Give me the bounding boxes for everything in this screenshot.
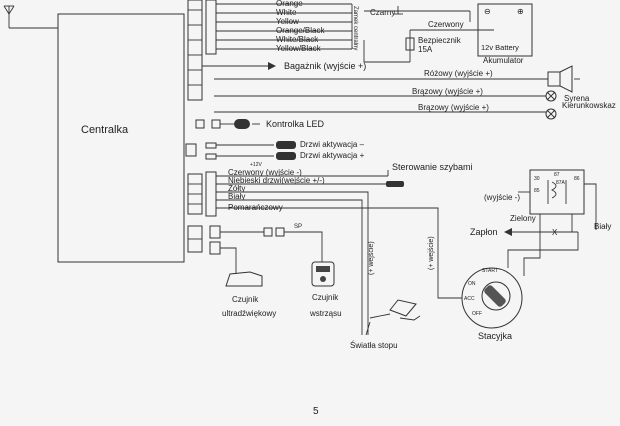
led-connector [195,119,234,129]
ignition-switch-icon [461,267,523,329]
central-unit-label: Centralka [81,124,129,136]
antenna-icon [3,5,58,29]
relay-pin-86: 86 [574,176,580,182]
ignition-arrow-icon [504,228,512,236]
relay-pin-87a: 87A [556,180,566,186]
switch-acc: ACC [464,296,475,302]
door-plus-label: Drzwi aktywacja + [300,151,365,160]
battery-black-label: Czarny [370,8,395,17]
top-wire-lines [216,3,353,50]
stop-lights-icon [365,299,421,336]
indicator-label: Kierunkowskaz [562,101,616,110]
indicator-wire-2-label: Brązowy (wyjście +) [418,103,489,112]
door-minus-plug-icon [276,141,296,149]
switch-start: START [482,268,498,274]
lower-wire-lines [216,175,388,209]
sensor-connectors [187,225,323,270]
wire-orange-black: Orange/Black [276,26,325,35]
fuse-icon [405,37,415,51]
battery-box [477,3,533,57]
relay-pin-30: 30 [534,176,540,182]
led-label: Kontrolka LED [266,119,325,129]
blue-wire-plug-icon [386,181,404,187]
green-label: Zielony [510,214,536,223]
ultrasonic-label-1: Czujnik [232,295,259,304]
shock-sensor-icon [311,261,335,287]
relay-coil-icon [547,180,567,204]
fuse-label: Bezpiecznik [418,36,462,45]
wire-yellow: Yellow [276,17,299,26]
lower-wire-yellow: Żółty [228,184,245,193]
trunk-output-label: Bagażnik (wyjście +) [284,61,366,71]
battery-minus-terminal: ⊖ [484,7,491,16]
door-plus-plug-icon [276,152,296,160]
ignition-label: Zapłon [470,227,498,237]
relay-pin-87: 87 [554,172,560,178]
windows-label: Sterowanie szybami [392,162,473,172]
battery-red-label: Czerwony [428,20,464,29]
ultrasonic-sensor-icon [225,270,263,287]
white-label: Biały [594,222,611,231]
shock-label-1: Czujnik [312,293,339,302]
switch-off: OFF [472,311,482,317]
lower-wire-white: Biały [228,192,245,201]
shock-label-2: wstrząsu [309,309,342,318]
page-number: 5 [313,406,319,417]
wire-orange: Orange [276,0,303,8]
door-connector [185,142,274,160]
relay-output-label: (wyjście -) [484,193,520,202]
switch-on: ON [468,281,476,287]
trunk-arrow-icon [268,62,276,70]
indicator-bulb-icon [545,90,557,120]
accumulator-label: Akumulator [483,56,524,65]
relay-right-wire [584,183,597,230]
led-icon [234,119,260,129]
fuse-rating: 15A [418,45,433,54]
wire-white-black: White/Black [276,35,319,44]
lower-connector [187,171,217,217]
door-small-label: +12V [250,162,262,168]
switch-route-1 [507,232,579,268]
battery-label: 12v Battery [481,43,519,52]
siren-icon [547,65,580,93]
top-connector [187,0,217,101]
lower-wire-red: Czerwony (wyjście -) [228,168,302,177]
ultrasonic-label-2: ultradźwiękowy [222,309,276,318]
x-mark: X [552,228,558,237]
relay-pin-85: 85 [534,188,540,194]
battery-plus-terminal: ⊕ [517,7,524,16]
lower-wire-blue: Niebieski drzwi(wejście +/-) [228,176,325,185]
switch-route-2 [523,232,541,276]
central-lock-label: Zamek centralny [352,6,358,50]
input-plus-label-2: (+ wejście) [428,236,435,270]
wire-white: White [276,8,297,17]
central-unit-box [57,13,185,263]
orange-route [296,207,462,299]
door-minus-label: Drzwi aktywacja – [300,140,365,149]
wire-yellow-black: Yellow/Black [276,44,322,53]
stop-lights-label: Światła stopu [350,341,398,350]
connector-label: SP [294,224,302,230]
ground-icon [393,6,403,15]
switch-label: Stacyjka [478,331,512,341]
indicator-wire-1-label: Brązowy (wyjście +) [412,87,483,96]
lower-wire-orange: Pomarańczowy [228,203,283,212]
yellow-white-route [240,191,369,335]
siren-wire-label: Różowy (wyjście +) [424,69,493,78]
input-plus-label-1: (+ wejście) [368,241,375,275]
siren-label: Syrena [564,94,590,103]
